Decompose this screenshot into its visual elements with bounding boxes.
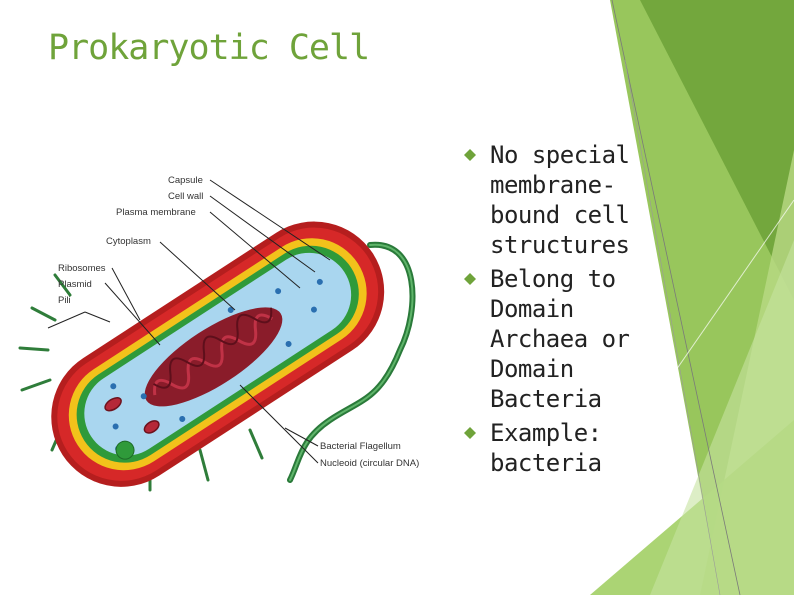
slide-title: Prokaryotic Cell [48,28,370,68]
label-capsule: Capsule [168,175,203,186]
label-plasma-membrane: Plasma membrane [116,207,196,218]
bullet-item: Example: bacteria [462,418,662,478]
bullet-list: No special membrane-bound cell structure… [462,140,662,482]
label-ribosomes: Ribosomes [58,263,106,274]
plasmid-shape [104,397,122,412]
diamond-icon [464,427,476,439]
prokaryotic-cell-diagram: Capsule Cell wall Plasma membrane Cytopl… [18,175,419,492]
label-cell-wall: Cell wall [168,191,203,202]
bullet-item: Belong to Domain Archaea or Domain Bacte… [462,264,662,414]
label-cytoplasm: Cytoplasm [106,236,151,247]
bullet-text: Belong to Domain Archaea or Domain Bacte… [490,265,630,413]
bullet-text: Example: bacteria [490,419,602,477]
label-plasmid: Plasmid [58,279,92,290]
diamond-icon [464,149,476,161]
bullet-item: No special membrane-bound cell structure… [462,140,662,260]
bullet-text: No special membrane-bound cell structure… [490,141,630,259]
diamond-icon [464,273,476,285]
nucleoid-shape [144,307,283,407]
label-nucleoid: Nucleoid (circular DNA) [320,458,419,469]
label-pili: Pili [58,295,71,306]
label-flagellum: Bacterial Flagellum [320,441,401,452]
